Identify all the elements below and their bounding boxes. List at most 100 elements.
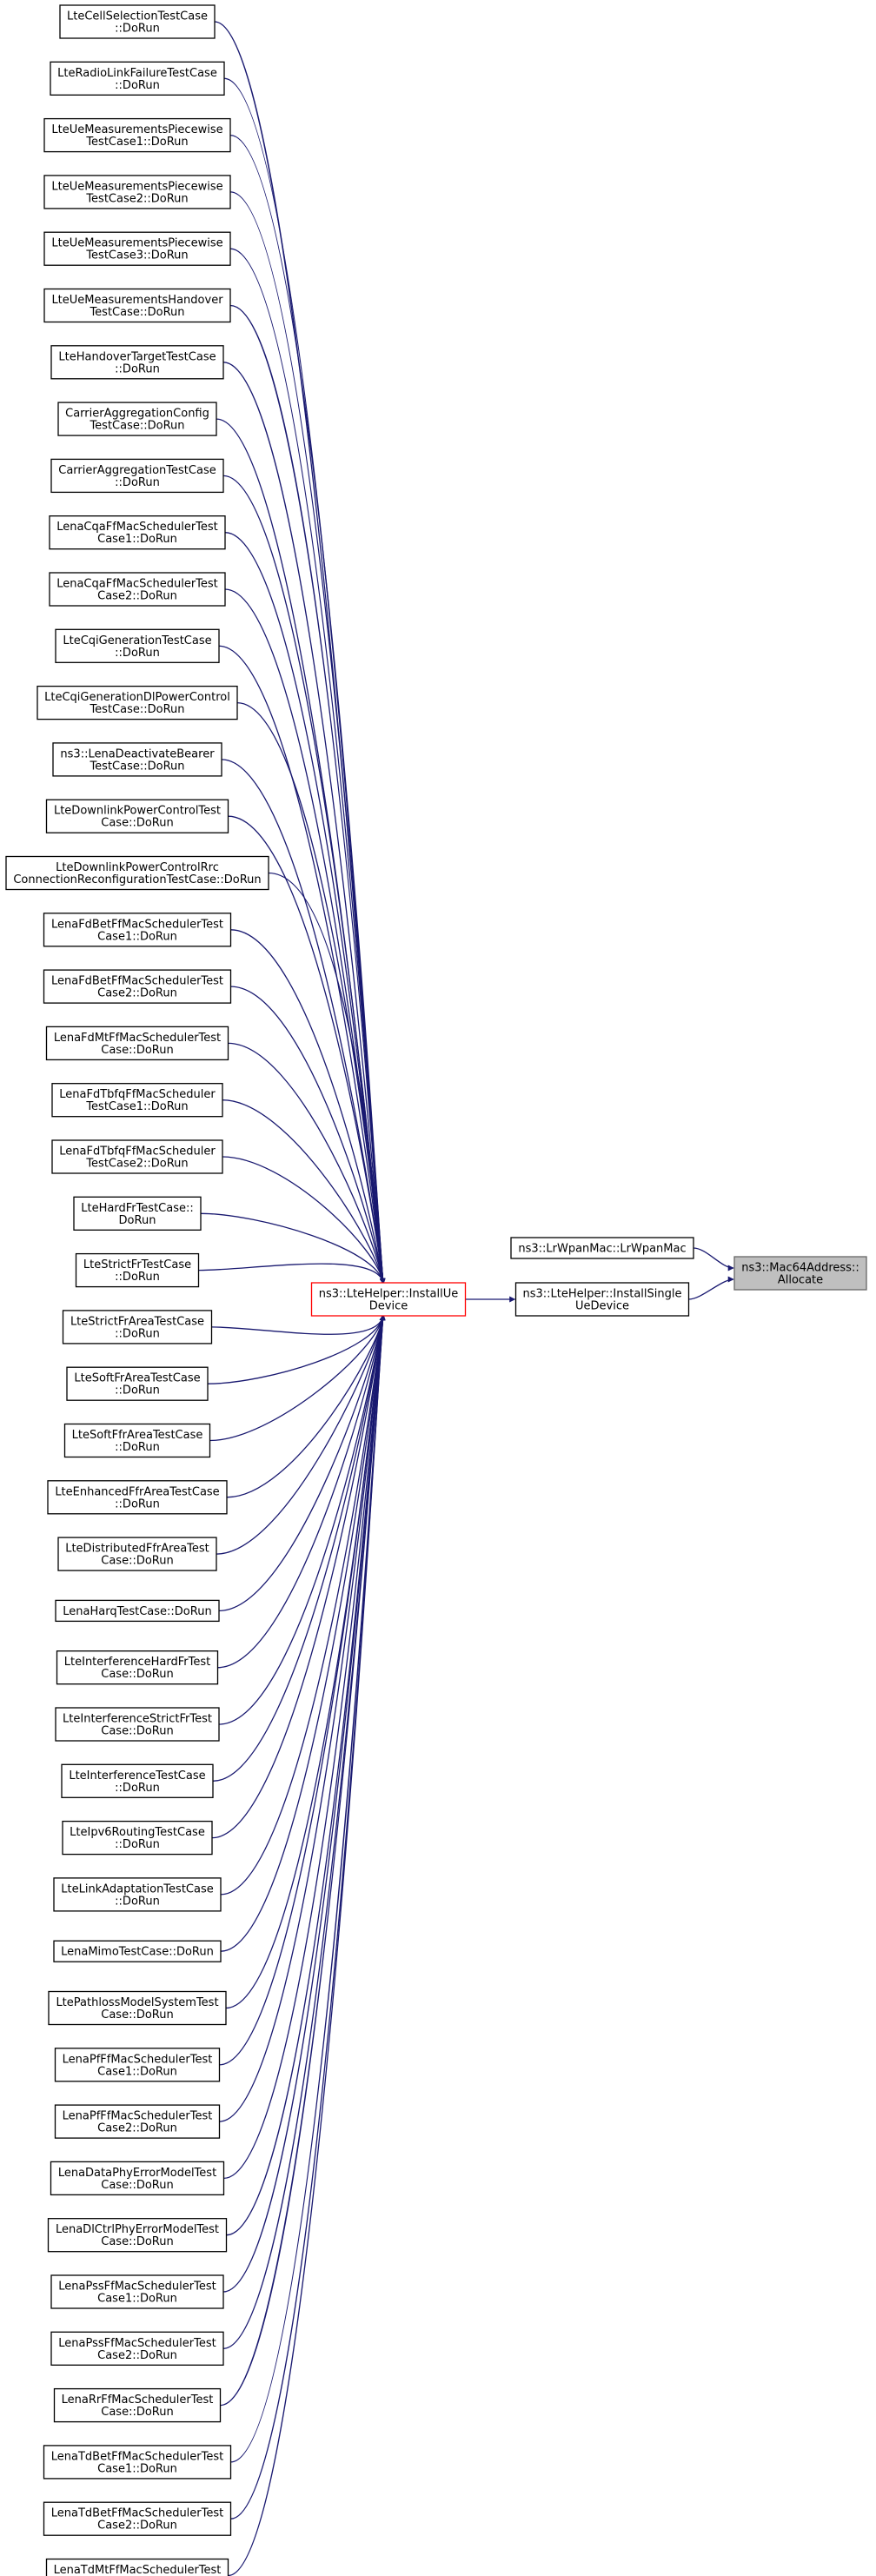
edge-caller-to-install-ue xyxy=(228,815,386,1285)
node-label: LteHandoverTargetTestCase xyxy=(58,350,216,363)
caller-node[interactable]: LteStrictFrTestCase::DoRun xyxy=(75,1252,200,1288)
caller-node[interactable]: LteHardFrTestCase::DoRun xyxy=(73,1196,202,1231)
node-label: Case::DoRun xyxy=(101,2008,173,2022)
caller-node[interactable]: LteUeMeasurementsPiecewiseTestCase2::DoR… xyxy=(43,175,231,209)
edge-caller-to-install-ue xyxy=(228,1042,386,1285)
caller-node-box xyxy=(63,1423,211,1458)
caller-node[interactable]: LteDownlinkPowerControlRrcConnectionReco… xyxy=(5,855,269,891)
caller-node-box xyxy=(53,2387,222,2423)
caller-node[interactable]: LteRadioLinkFailureTestCase::DoRun xyxy=(50,61,225,96)
node-label: LteCqiGenerationDlPowerControl xyxy=(44,691,230,704)
caller-node[interactable]: LteHandoverTargetTestCase::DoRun xyxy=(50,345,224,380)
caller-node[interactable]: LenaTdMtFfMacSchedulerTestCase::DoRun xyxy=(45,2558,229,2576)
caller-node[interactable]: LteCqiGenerationTestCase::DoRun xyxy=(55,628,220,663)
caller-node[interactable]: LteUeMeasurementsPiecewiseTestCase1::DoR… xyxy=(43,117,231,153)
edge-caller-to-install-ue xyxy=(224,588,386,1285)
edge-lrwpan-to-allocate xyxy=(693,1247,734,1271)
edge-install-single-to-allocate xyxy=(688,1276,734,1300)
edge-caller-to-install-ue xyxy=(230,986,386,1285)
node-label: ::DoRun xyxy=(115,79,160,92)
node-mac64address-allocate[interactable]: ns3::Mac64Address::Allocate xyxy=(733,1256,867,1291)
edge-caller-to-install-ue xyxy=(209,1314,386,1442)
node-label: ::DoRun xyxy=(115,1895,160,1908)
node-lrwpan-mac[interactable]: ns3::LrWpanMac::LrWpanMac xyxy=(510,1237,694,1259)
caller-node[interactable]: LteIpv6RoutingTestCase::DoRun xyxy=(62,1820,213,1856)
edge-caller-to-install-ue xyxy=(220,1314,386,1952)
node-label: ::DoRun xyxy=(115,362,160,375)
caller-node-box xyxy=(55,1707,220,1742)
caller-node-box xyxy=(57,402,217,436)
node-label: TestCase::DoRun xyxy=(89,703,184,716)
caller-node-box xyxy=(49,572,226,607)
node-label: TestCase::DoRun xyxy=(89,760,184,773)
caller-node[interactable]: LteSoftFfrAreaTestCase::DoRun xyxy=(63,1423,211,1458)
caller-node-box xyxy=(43,117,231,153)
caller-node[interactable]: LenaHarqTestCase::DoRun xyxy=(55,1599,220,1623)
caller-node[interactable]: LteInterferenceTestCase::DoRun xyxy=(61,1763,214,1798)
caller-node-box xyxy=(62,1310,213,1344)
node-label: LtePathlossModelSystemTest xyxy=(56,1996,218,2009)
edge-caller-to-install-ue xyxy=(217,1314,386,1669)
caller-node-box xyxy=(50,2161,225,2196)
node-label: LenaFdBetFfMacSchedulerTest xyxy=(51,975,223,988)
node-label: Case::DoRun xyxy=(101,2179,173,2192)
caller-node-box xyxy=(52,742,222,777)
caller-node[interactable]: LteCqiGenerationDlPowerControlTestCase::… xyxy=(36,685,238,720)
node-label: LteEnhancedFfrAreaTestCase xyxy=(55,1485,219,1498)
node-label: Case1::DoRun xyxy=(97,2462,177,2475)
node-label: CarrierAggregationConfig xyxy=(65,408,209,421)
caller-node[interactable]: LteSoftFrAreaTestCase::DoRun xyxy=(66,1366,209,1401)
node-label: ::DoRun xyxy=(115,1271,160,1284)
node-lrwpan-mac-box xyxy=(510,1237,694,1259)
caller-node[interactable]: LenaMimoTestCase::DoRun xyxy=(53,1940,222,1962)
caller-node[interactable]: LteStrictFrAreaTestCase::DoRun xyxy=(62,1310,213,1344)
edge-caller-to-install-ue xyxy=(200,1212,386,1285)
caller-node-box xyxy=(56,1650,219,1685)
caller-node-box xyxy=(45,799,229,833)
caller-node[interactable]: LteUeMeasurementsPiecewiseTestCase3::DoR… xyxy=(43,231,231,266)
edge-caller-to-install-ue xyxy=(211,1314,386,1839)
caller-node-box xyxy=(59,4,216,39)
caller-node-box xyxy=(51,1083,223,1118)
edge-caller-to-install-ue xyxy=(212,1314,386,1782)
caller-node[interactable]: LteLinkAdaptationTestCase::DoRun xyxy=(53,1877,222,1912)
node-label: Case::DoRun xyxy=(101,2235,173,2248)
node-label: ::DoRun xyxy=(115,1838,160,1851)
edge-caller-to-install-ue xyxy=(219,1314,386,2066)
caller-node-box xyxy=(50,2274,224,2309)
caller-node[interactable]: LteEnhancedFfrAreaTestCase::DoRun xyxy=(47,1480,228,1515)
node-label: Case::DoRun xyxy=(101,1668,173,1681)
caller-node[interactable]: LteCellSelectionTestCase::DoRun xyxy=(59,4,216,39)
node-label: LenaDataPhyErrorModelTest xyxy=(58,2167,216,2180)
caller-node[interactable]: CarrierAggregationTestCase::DoRun xyxy=(50,458,224,494)
node-label: Case2::DoRun xyxy=(97,987,177,1000)
node-label: LteInterferenceHardFrTest xyxy=(64,1656,210,1669)
node-label: TestCase2::DoRun xyxy=(85,192,188,205)
